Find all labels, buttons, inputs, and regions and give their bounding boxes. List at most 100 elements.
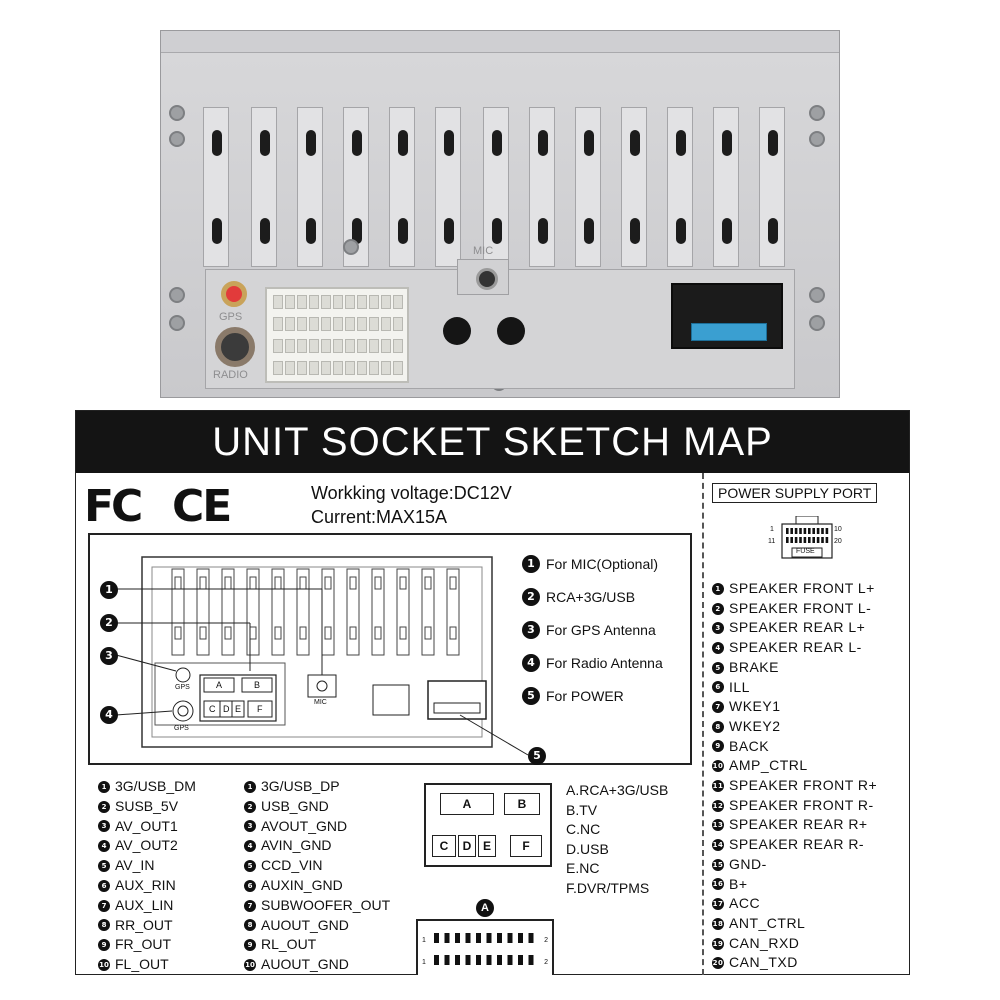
sketch-slot (449, 576, 457, 590)
connector-a-pin (465, 933, 471, 943)
sketch-slot (174, 576, 182, 590)
harness-pin (309, 361, 319, 375)
legend-number: 2 (522, 588, 540, 606)
pin-name: FL_OUT (115, 956, 169, 973)
vent-slot (492, 130, 502, 156)
pin-number: 10 (98, 959, 110, 972)
legend-text: For POWER (546, 688, 624, 704)
socket-e-label: E (235, 704, 242, 714)
harness-pin (345, 361, 355, 375)
heat-sink-fin (759, 107, 785, 267)
vent-slot (630, 130, 640, 156)
psp-pin (821, 528, 824, 534)
pin-number: 6 (98, 879, 110, 892)
socket-c-label: C (209, 704, 216, 714)
pin-number: 7 (244, 899, 256, 912)
psp-pin (786, 528, 789, 534)
fuse (691, 323, 767, 341)
callout-2: 2 (100, 614, 118, 632)
pin-name: AUXIN_GND (261, 876, 343, 893)
pin-number: 14 (712, 838, 724, 851)
vent-slot (398, 218, 408, 244)
pin-name: AUOUT_GND (261, 956, 349, 973)
harness-pin (369, 317, 379, 331)
sketch-slot (399, 576, 407, 590)
mic-jack (457, 259, 509, 295)
psp-pin (812, 537, 815, 543)
current-rating: Current:MAX15A (311, 507, 448, 527)
connector-a-pin (476, 933, 481, 943)
callout-5: 5 (528, 747, 546, 765)
psp-pin (825, 528, 829, 534)
harness-pin (309, 339, 319, 353)
pin-number: 10 (244, 959, 256, 972)
mic-label: MIC (314, 699, 327, 706)
gps-label-top: GPS (175, 684, 190, 691)
connector-a-pin (434, 955, 439, 965)
connector-a-pin (507, 933, 513, 943)
harness-pin (297, 317, 307, 331)
power-connector (671, 283, 783, 349)
socket-outline-drawing (115, 556, 529, 756)
psp-pin (803, 528, 807, 534)
pin-number: 5 (244, 860, 256, 873)
sketch-slot (249, 626, 257, 640)
pin-number: 17 (712, 898, 724, 911)
unit-socket-sketch-map: UNIT SOCKET SKETCH MAP FC CE Workking vo… (75, 410, 910, 975)
pin-name: AV_IN (115, 857, 155, 874)
connector-cell-f: F (510, 835, 542, 857)
sketch-slot (274, 626, 282, 640)
vent-slot (444, 130, 454, 156)
harness-pin (381, 317, 391, 331)
harness-pin (333, 317, 343, 331)
pin-number: 19 (712, 937, 724, 950)
harness-pin (357, 317, 367, 331)
heat-sink-fin (575, 107, 601, 267)
harness-pin (393, 317, 403, 331)
pin-number: 1 (244, 780, 256, 793)
pin-name: USB_GND (261, 797, 329, 814)
pin-row: 17 ACC (712, 894, 877, 914)
sketch-slot (324, 626, 332, 640)
callout-4: 4 (100, 706, 118, 724)
rca-connector-block: A B C D E F (424, 783, 552, 867)
pin-name: AUOUT_GND (261, 916, 349, 933)
harness-pin (285, 361, 295, 375)
pin-number: 18 (712, 917, 724, 930)
heat-sink-fin (251, 107, 277, 267)
pin-name: ACC (729, 895, 761, 912)
screw (809, 287, 825, 303)
pin-number: 13 (712, 819, 724, 832)
psp-pin (790, 537, 793, 543)
harness-pin (357, 295, 367, 309)
pin-name: SPEAKER FRONT R- (729, 796, 874, 813)
harness-pin (333, 339, 343, 353)
pin-name: 3G/USB_DM (115, 778, 196, 794)
pin-number: 8 (712, 720, 724, 733)
pin-name: AVOUT_GND (261, 817, 348, 834)
vent-slot (676, 130, 686, 156)
psp-pin (794, 537, 798, 543)
pin-name: RL_OUT (261, 936, 317, 953)
sketch-slot (274, 576, 282, 590)
psp-pin (786, 537, 789, 543)
harness-pin (381, 361, 391, 375)
harness-pin (357, 361, 367, 375)
socket-b-label: B (254, 680, 261, 690)
pin-number: 5 (712, 661, 724, 674)
psp-pin (821, 537, 824, 543)
page-title: UNIT SOCKET SKETCH MAP (76, 411, 909, 473)
sketch-slot (299, 576, 307, 590)
vent-slot (352, 130, 362, 156)
radio-jack-label: RADIO (213, 369, 248, 381)
pin-name: SPEAKER FRONT L- (729, 599, 872, 616)
